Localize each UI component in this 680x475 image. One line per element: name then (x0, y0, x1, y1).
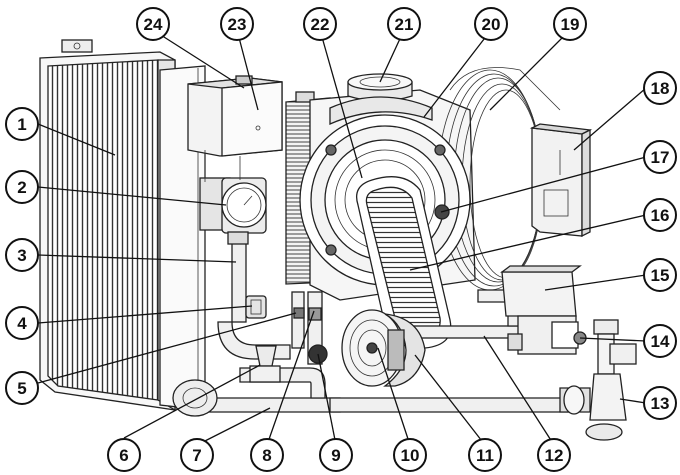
radiator (39, 39, 176, 412)
gas-valve (500, 265, 587, 355)
callout-16: 16 (643, 198, 677, 232)
callout-20-label: 20 (482, 15, 501, 34)
callout-13-label: 13 (651, 394, 670, 413)
callout-5-label: 5 (17, 379, 26, 398)
callout-6-label: 6 (119, 446, 128, 465)
callout-19: 19 (553, 7, 587, 41)
callout-16-label: 16 (651, 206, 670, 225)
flue-outlet (329, 73, 433, 125)
callout-21: 21 (387, 7, 421, 41)
electronic-board (529, 123, 593, 238)
fan (341, 309, 426, 387)
pressure-gauge (199, 177, 267, 245)
callout-14-label: 14 (651, 332, 670, 351)
callout-7-label: 7 (192, 446, 201, 465)
callout-1: 1 (5, 107, 39, 141)
callout-3-label: 3 (17, 246, 26, 265)
callout-2: 2 (5, 170, 39, 204)
callout-22-label: 22 (311, 15, 330, 34)
callout-24: 24 (136, 7, 170, 41)
callout-21-label: 21 (395, 15, 414, 34)
callout-11-label: 11 (476, 446, 494, 465)
callout-9-label: 9 (331, 446, 340, 465)
callout-4-label: 4 (17, 314, 27, 333)
callout-8-label: 8 (262, 446, 271, 465)
callout-12: 12 (537, 438, 571, 472)
outlet-tee (559, 319, 637, 441)
callout-14: 14 (643, 324, 677, 358)
callout-23: 23 (220, 7, 254, 41)
callout-5: 5 (5, 371, 39, 405)
callout-2-label: 2 (17, 178, 26, 197)
callout-7: 7 (180, 438, 214, 472)
callout-9: 9 (319, 438, 353, 472)
callout-17: 17 (643, 140, 677, 174)
callout-15: 15 (643, 258, 677, 292)
callout-19-label: 19 (561, 15, 580, 34)
callout-15-label: 15 (651, 266, 670, 285)
air-vent (249, 345, 281, 383)
callout-24-label: 24 (144, 15, 163, 34)
callout-13: 13 (643, 386, 677, 420)
callout-23-label: 23 (228, 15, 247, 34)
callout-8: 8 (250, 438, 284, 472)
callout-20: 20 (474, 7, 508, 41)
callout-6: 6 (107, 438, 141, 472)
leader-lines (37, 29, 647, 446)
pipe-sensor (245, 295, 267, 319)
callout-17-label: 17 (651, 148, 670, 167)
valves (291, 291, 328, 365)
callout-4: 4 (5, 306, 39, 340)
callout-22: 22 (303, 7, 337, 41)
callout-10-label: 10 (401, 446, 420, 465)
callout-10: 10 (393, 438, 427, 472)
callout-18-label: 18 (651, 79, 670, 98)
callout-11: 11 (468, 438, 502, 472)
callout-18: 18 (643, 71, 677, 105)
callout-12-label: 12 (545, 446, 564, 465)
callout-1-label: 1 (17, 115, 26, 134)
callout-3: 3 (5, 238, 39, 272)
